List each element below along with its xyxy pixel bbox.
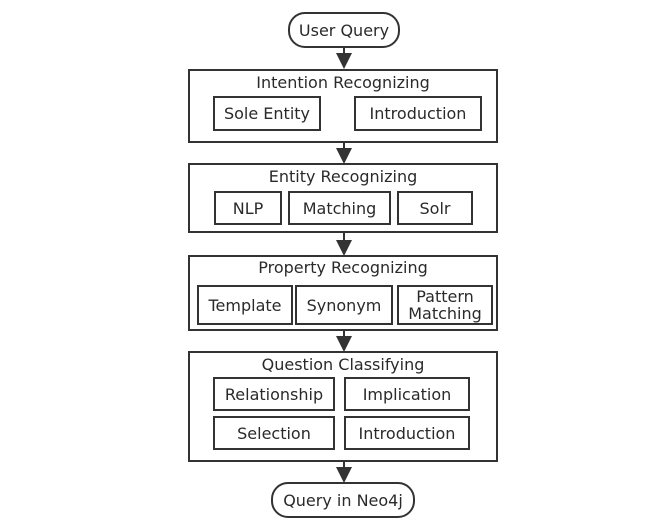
start-node-label: User Query <box>298 20 390 40</box>
method-template-label: Template <box>208 295 282 315</box>
method-synonym: Synonym <box>295 285 393 325</box>
question-classifying-title: Question Classifying <box>261 355 425 374</box>
method-relationship-label: Relationship <box>224 384 324 404</box>
method-synonym-label: Synonym <box>306 295 382 315</box>
intention-recognizing-title: Intention Recognizing <box>256 73 430 92</box>
intention-recognizing-box: Intention Recognizing Sole Entity Introd… <box>188 69 498 143</box>
method-selection: Selection <box>213 416 335 450</box>
start-node: User Query <box>288 12 400 48</box>
method-template: Template <box>197 285 293 325</box>
method-introduction: Introduction <box>354 96 482 131</box>
method-introduction-question: Introduction <box>344 416 470 450</box>
method-matching: Matching <box>288 191 391 225</box>
property-recognizing-title: Property Recognizing <box>258 258 428 277</box>
method-introduction-label: Introduction <box>369 104 467 123</box>
method-introduction-question-label: Introduction <box>358 423 456 443</box>
method-matching-label: Matching <box>302 198 377 218</box>
method-relationship: Relationship <box>213 377 335 411</box>
method-pattern-matching-label: Pattern Matching <box>408 287 482 323</box>
method-selection-label: Selection <box>237 423 311 443</box>
entity-recognizing-box: Entity Recognizing NLP Matching Solr <box>188 163 498 233</box>
property-recognizing-box: Property Recognizing Template Synonym Pa… <box>188 255 498 331</box>
method-solr: Solr <box>397 191 473 225</box>
method-solr-label: Solr <box>419 198 451 218</box>
method-nlp: NLP <box>214 191 282 225</box>
end-node: Query in Neo4j <box>271 482 415 518</box>
end-node-label: Query in Neo4j <box>283 490 403 510</box>
method-sole-entity: Sole Entity <box>213 96 321 131</box>
question-classifying-box: Question Classifying Relationship Implic… <box>188 351 498 462</box>
method-sole-entity-label: Sole Entity <box>223 104 311 123</box>
method-implication: Implication <box>344 377 470 411</box>
entity-recognizing-title: Entity Recognizing <box>268 167 418 186</box>
method-nlp-label: NLP <box>232 198 264 218</box>
method-implication-label: Implication <box>362 384 452 404</box>
method-pattern-matching: Pattern Matching <box>397 285 493 325</box>
